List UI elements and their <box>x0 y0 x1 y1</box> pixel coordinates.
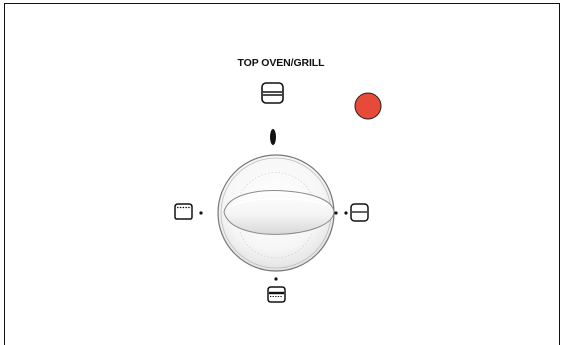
grill-symbol-icon <box>351 204 368 221</box>
indicator-light <box>355 93 381 119</box>
right-position-dot-inner <box>334 211 337 214</box>
knob-position-marker <box>270 129 276 145</box>
oven-control-knob[interactable] <box>218 155 334 271</box>
top-oven-symbol-icon <box>175 204 192 219</box>
left-position-dot <box>199 211 202 214</box>
knob-grip[interactable] <box>224 191 334 235</box>
defrost-symbol-icon <box>268 287 285 302</box>
bottom-position-dot <box>274 277 277 280</box>
right-position-dot <box>344 211 347 214</box>
top-oven-grill-symbol-icon <box>262 83 283 103</box>
